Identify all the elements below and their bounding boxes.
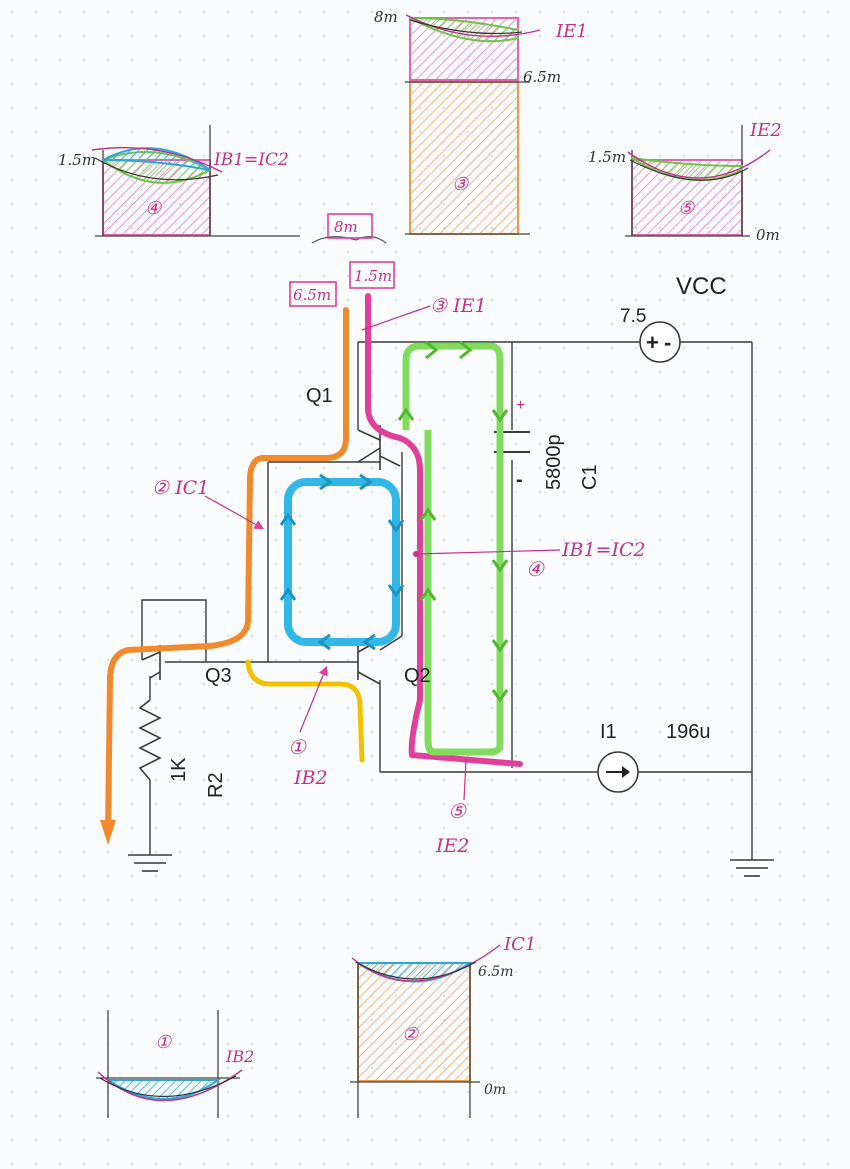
q1-label: Q1 (306, 385, 333, 407)
waveform-5-zero: 0m (756, 226, 780, 244)
resistor-name: R2 (205, 772, 227, 798)
annotation-node-4: ④ (526, 557, 545, 581)
vcc-label: VCC (676, 273, 727, 300)
current-tags: 8m 6.5m 1.5m (289, 213, 395, 307)
annotation-ib1-ic2: IB1=IC2 (561, 539, 646, 561)
vcc-source: + - VCC 7.5 (620, 273, 727, 363)
waveform-2: ② IC1 6.5m 0m (350, 934, 536, 1118)
waveform-4-label: IB1=IC2 (213, 150, 289, 170)
waveform-2-zero: 0m (484, 1082, 506, 1098)
c1-charge-loop (397, 340, 509, 756)
source-name: I1 (600, 721, 617, 743)
waveform-3-mid: 6.5m (523, 68, 561, 86)
vcc-value: 7.5 (620, 306, 646, 327)
tag-8m: 8m (334, 218, 358, 236)
resistor-r2: 1K R2 (138, 699, 227, 798)
source-value: 196u (666, 721, 711, 743)
annotation-ie2: IE2 (435, 835, 469, 857)
annotation-ie2-number: ⑤ (448, 799, 467, 823)
annotations: ③ IE1 ② IC1 IB1=IC2 ④ ① IB2 ⑤ IE2 (152, 295, 646, 857)
svg-text:+: + (646, 330, 659, 355)
tag-1-5m: 1.5m (354, 267, 392, 285)
annotation-ie1: ③ IE1 (430, 295, 487, 317)
waveform-4-top: 1.5m (58, 151, 96, 169)
waveform-2-box (357, 962, 471, 1082)
transistor-q1-symbol (357, 425, 401, 470)
capacitor-value: 5800p (543, 434, 565, 490)
waveform-5-label: IE2 (749, 120, 782, 141)
annotation-ic1: ② IC1 (152, 477, 209, 499)
resistor-value: 1K (168, 757, 190, 782)
waveform-4-number: ④ (145, 198, 162, 219)
ib1-loop (279, 473, 405, 651)
capacitor-name: C1 (579, 464, 601, 490)
waveform-3-orange-box (409, 81, 519, 235)
capacitor-minus: - (516, 469, 523, 491)
annotation-ib2: IB2 (293, 767, 328, 789)
waveform-5-number: ⑤ (678, 198, 695, 219)
waveform-5-top: 1.5m (588, 148, 626, 166)
capacitor-c1: + - 5800p C1 (494, 397, 601, 491)
waveform-4: 1.5m IB1=IC2 ④ (58, 125, 300, 237)
q2-label: Q2 (404, 665, 431, 687)
ground-symbols (128, 854, 774, 877)
waveform-2-number: ② (402, 1024, 419, 1045)
waveform-5: 1.5m IE2 ⑤ 0m (588, 120, 782, 244)
svg-text:-: - (664, 330, 671, 355)
waveform-3-number: ③ (452, 174, 469, 195)
waveform-3: 8m 6.5m IE1 ③ (374, 8, 588, 235)
circuit-wires (141, 341, 753, 860)
waveform-2-label: IC1 (503, 934, 536, 955)
waveform-1-label: IB2 (225, 1047, 254, 1066)
waveform-3-label: IE1 (555, 21, 588, 42)
q3-label: Q3 (205, 665, 232, 687)
waveform-2-top: 6.5m (478, 964, 514, 980)
ib2-current-path (245, 659, 365, 763)
waveform-4-blue-fill (102, 147, 211, 171)
annotation-ib2-number: ① (288, 735, 307, 759)
capacitor-plus: + (516, 397, 525, 414)
tag-6-5m: 6.5m (293, 286, 331, 304)
waveform-3-top: 8m (374, 8, 398, 26)
ie-current-path (365, 293, 523, 767)
current-source-i1: I1 196u (597, 721, 711, 793)
waveform-1: ① IB2 (96, 1010, 254, 1118)
ic1-current-path (105, 307, 349, 838)
waveform-1-number: ① (155, 1032, 172, 1053)
